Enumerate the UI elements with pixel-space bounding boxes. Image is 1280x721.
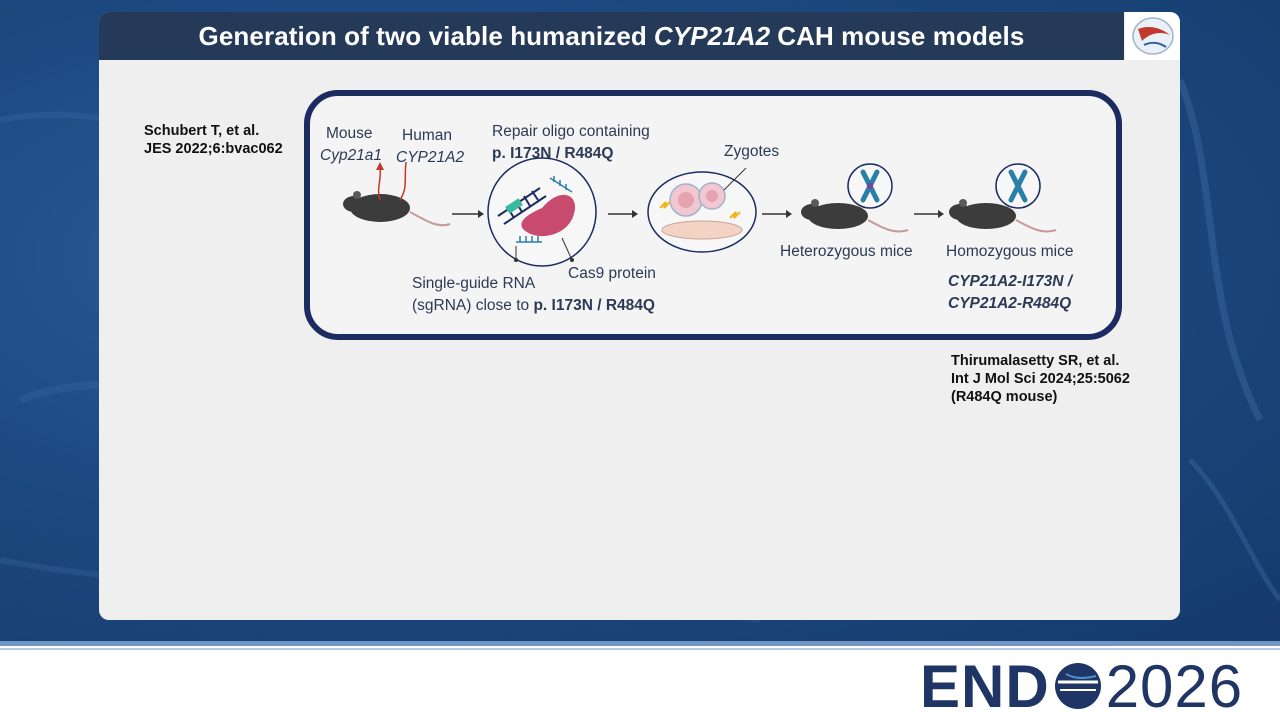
arrow-icon bbox=[762, 210, 792, 218]
zygotes-dish-icon bbox=[647, 167, 757, 253]
model-label-1: CYP21A2-I173N / bbox=[948, 273, 1073, 290]
endo-logo-text: END bbox=[920, 652, 1050, 720]
endo-logo-year: 2026 bbox=[1105, 652, 1244, 720]
reference-schubert: Schubert T, et al. JES 2022;6:bvac062 bbox=[144, 122, 283, 158]
repair-oligo-mutation: p. I173N / R484Q bbox=[492, 145, 614, 162]
wild-type-mouse-icon bbox=[343, 161, 451, 227]
heterozygous-label: Heterozygous mice bbox=[780, 243, 913, 260]
sgrna-label-line2: (sgRNA) close to p. I173N / R484Q bbox=[412, 296, 655, 316]
footer-stripe bbox=[0, 641, 1280, 646]
slide-panel: Generation of two viable humanized CYP21… bbox=[99, 12, 1180, 620]
reference-thirumalasetty-line2: Int J Mol Sci 2024;25:5062 bbox=[951, 371, 1130, 387]
homozygous-label: Homozygous mice bbox=[946, 243, 1074, 260]
reference-schubert-line2: JES 2022;6:bvac062 bbox=[144, 141, 283, 157]
slide-title: Generation of two viable humanized CYP21… bbox=[99, 12, 1124, 60]
sgrna-label-line1: Single-guide RNA bbox=[412, 275, 536, 292]
society-logo-icon bbox=[1131, 17, 1174, 55]
cas9-label: Cas9 protein bbox=[568, 265, 656, 282]
title-text-pre: Generation of two viable humanized bbox=[198, 20, 647, 51]
sgrna-label-mutation: p. I173N / R484Q bbox=[533, 297, 655, 314]
arrow-icon bbox=[608, 210, 638, 218]
arrow-icon bbox=[452, 210, 484, 218]
human-gene-label: CYP21A2 bbox=[396, 149, 465, 166]
globe-icon bbox=[1054, 663, 1101, 709]
reference-thirumalasetty-line3: (R484Q mouse) bbox=[951, 389, 1058, 405]
reference-thirumalasetty-line1: Thirumalasetty SR, et al. bbox=[951, 353, 1120, 369]
mouse-label: Mouse bbox=[326, 125, 373, 142]
reference-schubert-line1: Schubert T, et al. bbox=[144, 123, 260, 139]
model-label-2: CYP21A2-R484Q bbox=[948, 295, 1072, 312]
sgrna-label-pre: (sgRNA) close to bbox=[412, 297, 530, 314]
heterozygous-mouse-icon bbox=[801, 163, 909, 233]
footer-stripe-light bbox=[0, 648, 1280, 650]
repair-oligo-label: Repair oligo containing bbox=[492, 123, 650, 140]
endo-2026-logo: END 2026 bbox=[920, 652, 1243, 720]
society-logo bbox=[1125, 12, 1180, 60]
zygotes-label: Zygotes bbox=[724, 143, 780, 160]
reference-thirumalasetty: Thirumalasetty SR, et al. Int J Mol Sci … bbox=[951, 352, 1130, 406]
title-text-post: CAH mouse models bbox=[777, 20, 1025, 51]
arrow-icon bbox=[914, 210, 944, 218]
title-gene: CYP21A2 bbox=[653, 20, 771, 51]
homozygous-mouse-icon bbox=[949, 163, 1057, 233]
diagram-artwork bbox=[343, 157, 1057, 267]
crispr-diagram: Mouse Cyp21a1 Human CYP21A2 Repair oligo… bbox=[304, 90, 1122, 340]
human-label: Human bbox=[402, 127, 452, 144]
mouse-gene-label: Cyp21a1 bbox=[320, 147, 383, 164]
crispr-complex-icon bbox=[487, 157, 597, 267]
